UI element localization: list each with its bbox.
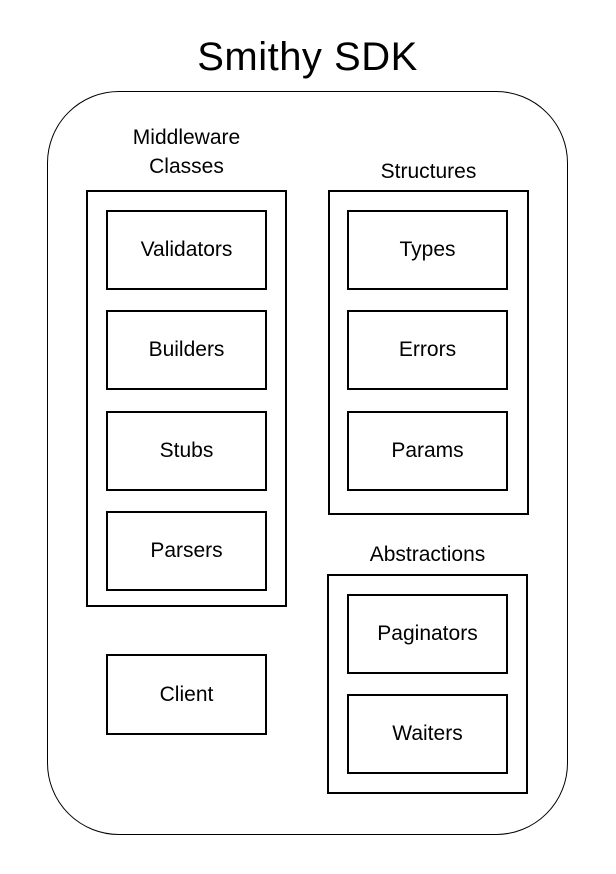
- group-label-middleware-classes: Middleware Classes: [132, 126, 241, 178]
- node-parsers: Parsers: [106, 511, 267, 591]
- group-label-abstractions: Abstractions: [369, 543, 486, 566]
- node-client: Client: [106, 654, 267, 735]
- node-waiters: Waiters: [347, 694, 508, 774]
- node-errors: Errors: [347, 310, 508, 390]
- node-paginators: Paginators: [347, 594, 508, 674]
- page-title: Smithy SDK: [197, 35, 418, 79]
- node-params: Params: [347, 411, 508, 491]
- node-types: Types: [347, 210, 508, 290]
- node-stubs: Stubs: [106, 411, 267, 491]
- group-label-structures: Structures: [380, 160, 477, 183]
- node-validators: Validators: [106, 210, 267, 290]
- node-builders: Builders: [106, 310, 267, 390]
